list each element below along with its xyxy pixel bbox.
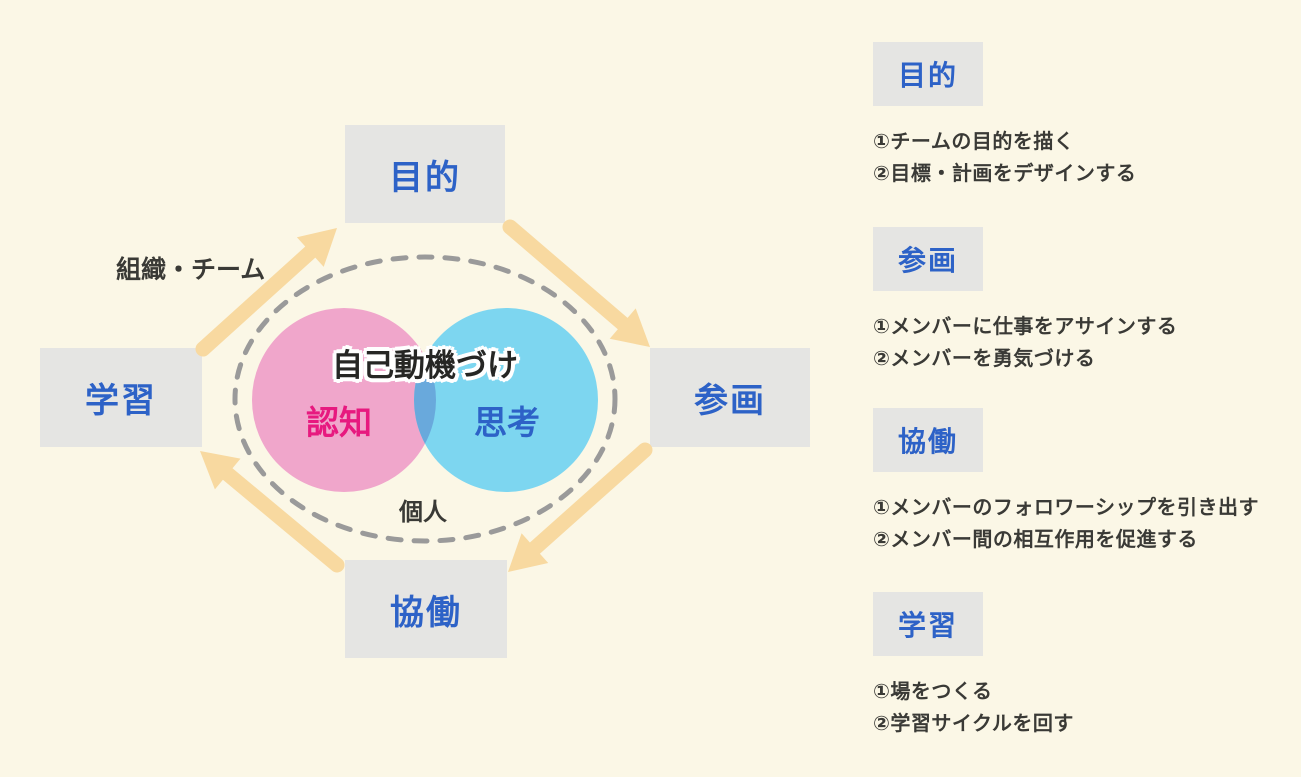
detail-header-collaboration-label: 協働	[897, 425, 958, 458]
detail-items-collaboration: ①メンバーのフォロワーシップを引き出す ②メンバー間の相互作用を促進する	[873, 491, 1259, 555]
node-participation: 参画	[650, 348, 810, 447]
node-purpose: 目的	[345, 125, 505, 223]
arrow-collaboration-to-learning	[200, 451, 345, 573]
detail-section-collaboration: 協働 ①メンバーのフォロワーシップを引き出す ②メンバー間の相互作用を促進する	[873, 408, 1259, 555]
node-collaboration: 協働	[345, 560, 507, 658]
node-learning: 学習	[40, 348, 202, 447]
detail-item: ②メンバーを勇気づける	[873, 346, 1096, 370]
detail-section-learning: 学習 ①場をつくる ②学習サイクルを回す	[873, 592, 1074, 739]
center-title-label: 自己動機づけ	[332, 348, 518, 384]
arrow-learning-to-purpose	[195, 228, 337, 357]
detail-header-participation-label: 参画	[897, 244, 958, 277]
team-boundary-dashed-ellipse	[232, 254, 618, 544]
detail-item: ①チームの目的を描く	[873, 129, 1075, 153]
detail-section-purpose: 目的 ①チームの目的を描く ②目標・計画をデザインする	[873, 42, 1136, 189]
node-participation-label: 参画	[694, 381, 766, 421]
thinking-circle	[414, 308, 598, 492]
detail-header-purpose: 目的	[873, 42, 983, 106]
detail-section-participation: 参画 ①メンバーに仕事をアサインする ②メンバーを勇気づける	[873, 227, 1177, 374]
detail-item: ①メンバーのフォロワーシップを引き出す	[873, 495, 1260, 519]
detail-items-learning: ①場をつくる ②学習サイクルを回す	[873, 675, 1074, 739]
node-purpose-label: 目的	[389, 157, 461, 198]
detail-items-purpose: ①チームの目的を描く ②目標・計画をデザインする	[873, 125, 1136, 189]
arrow-participation-to-collaboration	[508, 442, 653, 572]
detail-item: ②メンバー間の相互作用を促進する	[873, 527, 1198, 551]
individual-label: 個人	[399, 498, 447, 526]
cycle-diagram-graphics	[195, 219, 653, 573]
detail-header-purpose-label: 目的	[897, 59, 958, 92]
node-collaboration-label: 協働	[390, 592, 462, 633]
detail-item: ②目標・計画をデザインする	[873, 161, 1137, 185]
detail-header-participation: 参画	[873, 227, 983, 291]
node-learning-label: 学習	[85, 381, 157, 421]
thinking-label: 思考	[474, 403, 540, 442]
detail-items-participation: ①メンバーに仕事をアサインする ②メンバーを勇気づける	[873, 310, 1177, 374]
detail-panel: 目的 ①チームの目的を描く ②目標・計画をデザインする 参画 ①メンバーに仕事を…	[873, 0, 1293, 777]
detail-item: ②学習サイクルを回す	[873, 711, 1074, 735]
detail-item: ①場をつくる	[873, 679, 993, 703]
organization-team-label: 組織・チーム	[116, 255, 266, 284]
detail-header-collaboration: 協働	[873, 408, 983, 472]
arrow-purpose-to-participation	[502, 219, 650, 347]
detail-header-learning: 学習	[873, 592, 983, 656]
detail-item: ①メンバーに仕事をアサインする	[873, 314, 1178, 338]
cognition-circle	[252, 308, 436, 492]
cognition-label: 認知	[306, 403, 372, 442]
detail-header-learning-label: 学習	[897, 609, 958, 642]
